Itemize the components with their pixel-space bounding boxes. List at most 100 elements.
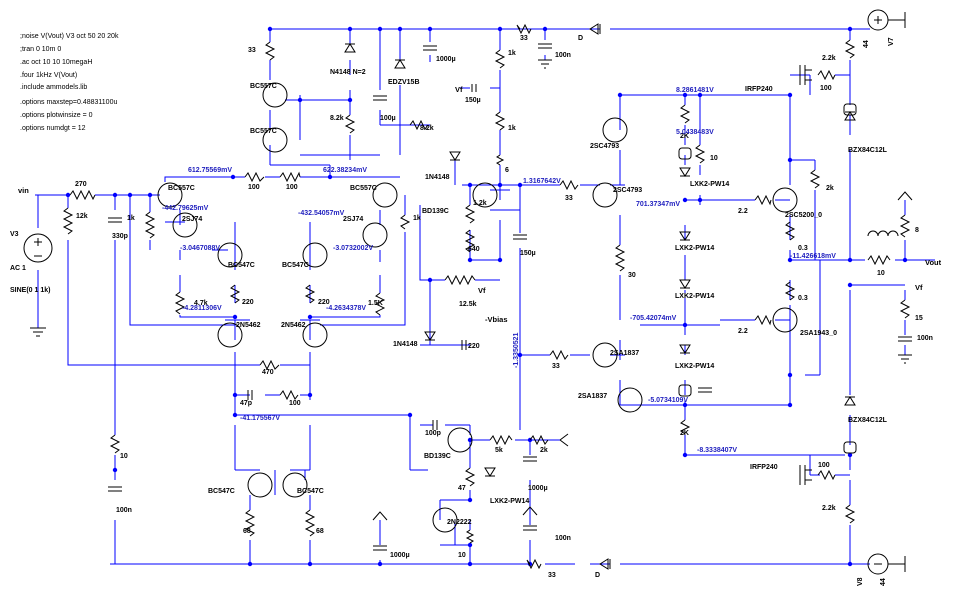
resistor-r9[interactable] [784, 221, 796, 241]
resistor-r6[interactable] [679, 104, 691, 124]
capacitor-c19[interactable] [523, 456, 537, 462]
capacitor-c12[interactable] [108, 486, 122, 492]
resistor-r35[interactable] [489, 434, 513, 446]
transistor-q7[interactable] [262, 127, 288, 153]
resistor-r45[interactable] [899, 299, 911, 319]
jfet-j4[interactable] [362, 222, 388, 248]
resistor-r11[interactable] [304, 509, 316, 537]
resistor-r50[interactable] [464, 467, 476, 487]
transistor-q17[interactable] [447, 427, 473, 453]
capacitor-c23[interactable] [538, 43, 552, 49]
zener-d4[interactable] [844, 396, 856, 406]
led-d2[interactable] [679, 167, 691, 177]
voltage-source-v3[interactable] [23, 233, 53, 337]
zener-d5[interactable] [394, 59, 406, 69]
diode-d6[interactable] [344, 43, 356, 53]
capacitor-c21[interactable] [898, 336, 912, 342]
jfet-j3[interactable] [172, 212, 198, 238]
resistor-r18[interactable] [69, 189, 96, 201]
transistor-q13[interactable] [247, 472, 273, 498]
led-d10[interactable] [679, 279, 691, 289]
resistor-r47[interactable] [144, 211, 156, 239]
resistor-r13[interactable] [244, 171, 265, 183]
capacitor-c6[interactable] [523, 525, 537, 531]
transistor-npn[interactable] [592, 182, 618, 208]
bead-l2[interactable] [678, 147, 692, 160]
resistor-r2[interactable] [109, 434, 121, 454]
resistor-r19[interactable] [279, 171, 301, 183]
resistor-r7[interactable] [264, 41, 276, 61]
capacitor-c7[interactable] [461, 340, 467, 350]
capacitor-c26[interactable] [373, 545, 387, 551]
capacitor-c1[interactable] [108, 217, 122, 223]
transistor-q15[interactable] [432, 507, 458, 533]
jfet-j2[interactable] [302, 322, 328, 348]
supply-v8[interactable] [867, 553, 906, 575]
resistor-r15[interactable] [516, 23, 532, 35]
resistor-r34[interactable] [304, 284, 316, 304]
resistor-r40[interactable] [549, 349, 569, 361]
resistor-r23[interactable] [464, 204, 476, 224]
resistor-r5[interactable] [174, 291, 186, 315]
resistor-r43[interactable] [817, 69, 836, 81]
resistor-r42[interactable] [529, 434, 549, 446]
resistor-r30[interactable] [754, 314, 772, 326]
led-d3[interactable] [484, 467, 496, 477]
resistor-r31[interactable] [680, 419, 691, 435]
capacitor-c33[interactable] [471, 84, 477, 92]
mosfet-m2[interactable] [799, 465, 812, 485]
resistor-r10[interactable] [374, 292, 386, 316]
transistor-q2[interactable] [217, 242, 243, 268]
transistor-tta2[interactable] [772, 307, 798, 333]
resistor-r48[interactable] [614, 244, 626, 272]
transistor-q8[interactable] [372, 182, 398, 208]
diode-d19[interactable] [599, 558, 611, 570]
resistor-r12[interactable] [784, 281, 796, 301]
bead-l4[interactable] [843, 441, 857, 454]
resistor-r32[interactable] [409, 119, 429, 131]
resistor-r33[interactable] [229, 284, 241, 304]
transistor-q6[interactable] [472, 182, 498, 208]
diode-d20[interactable] [589, 23, 601, 35]
capacitor-c5[interactable] [247, 390, 253, 400]
transistor-2s[interactable] [592, 342, 618, 368]
resistor-r17[interactable] [494, 111, 506, 131]
resistor-r28[interactable] [400, 214, 411, 230]
zener-d7[interactable] [844, 111, 856, 121]
transistor-q4[interactable] [302, 242, 328, 268]
resistor-r39[interactable] [694, 144, 706, 164]
resistor-r22[interactable] [844, 39, 856, 59]
resistor-r16[interactable] [559, 179, 579, 191]
transistor-q1[interactable] [262, 82, 288, 108]
resistor-r55[interactable] [444, 274, 476, 286]
capacitor-c3[interactable] [373, 95, 387, 101]
supply-v7[interactable] [867, 9, 906, 31]
transistor-ttc2[interactable] [772, 187, 798, 213]
resistor-r38[interactable] [244, 509, 256, 537]
bead-l3[interactable] [843, 103, 857, 116]
capacitor-c4[interactable] [423, 45, 437, 51]
bead-l5[interactable] [678, 384, 692, 397]
capacitor-c10[interactable] [432, 420, 438, 430]
diode-d8[interactable] [449, 151, 461, 161]
resistor-r4[interactable] [259, 359, 280, 371]
mosfet-m1[interactable] [799, 65, 812, 85]
resistor-r3[interactable] [494, 49, 506, 69]
capacitor-c35[interactable] [698, 387, 712, 393]
resistor-r36[interactable] [496, 154, 505, 166]
led-d11[interactable] [679, 344, 691, 354]
transistor-q8b[interactable] [602, 117, 628, 143]
resistor-r53b[interactable] [867, 254, 891, 266]
inductor-l1[interactable] [867, 230, 899, 237]
transistor-q9[interactable] [617, 387, 643, 413]
transistor-q10[interactable] [282, 472, 308, 498]
diode-d1[interactable] [424, 331, 436, 341]
resistor-r27[interactable] [344, 114, 356, 134]
resistor-r41[interactable] [899, 214, 911, 238]
resistor-r53[interactable] [465, 529, 475, 544]
capacitor-c14[interactable] [513, 234, 527, 240]
resistor-r29[interactable] [754, 194, 772, 206]
resistor-r24[interactable] [464, 229, 476, 253]
resistor-r8[interactable] [279, 389, 299, 401]
resistor-r51[interactable] [809, 169, 821, 189]
